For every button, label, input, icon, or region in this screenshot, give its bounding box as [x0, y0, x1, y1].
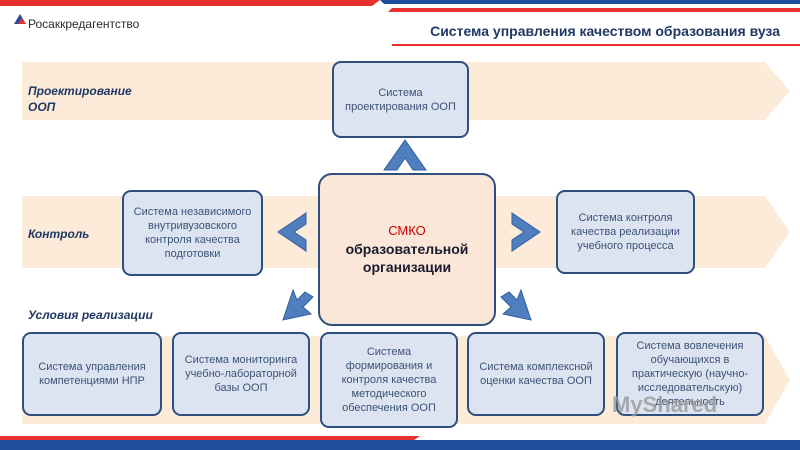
center-title: СМКО	[388, 223, 426, 238]
top-red-stripe-2	[388, 8, 800, 12]
box-competence: Система управления компетенциями НПР	[22, 332, 162, 416]
top-red-stripe	[0, 0, 380, 6]
box-student-involvement: Система вовлечения обучающихся в практич…	[616, 332, 764, 416]
arrow-right-icon	[511, 212, 541, 252]
box-lab-monitoring: Система мониторинга учебно-лабораторной …	[172, 332, 310, 416]
band-label-conditions: Условия реализации	[28, 308, 153, 322]
arrow-down-left-icon	[282, 288, 314, 321]
center-smko-box: СМКО образовательной организации	[318, 173, 496, 326]
box-design-system-label: Система проектирования ООП	[345, 86, 456, 113]
box-methodical-label: Система формирования и контроля качества…	[341, 346, 437, 414]
bottom-blue-stripe	[0, 440, 800, 450]
box-design-system: Система проектирования ООП	[332, 61, 469, 138]
logo-icon-accent	[18, 18, 26, 24]
box-assessment: Система комплексной оценки качества ООП	[467, 332, 605, 416]
box-methodical: Система формирования и контроля качества…	[320, 332, 458, 428]
title-underline	[392, 44, 800, 46]
brand-logo-text: Росаккредагентство	[28, 17, 140, 31]
box-competence-label: Система управления компетенциями НПР	[38, 361, 146, 387]
watermark: MyShared	[612, 392, 718, 417]
band-label-design: Проектирование ООП	[28, 84, 132, 114]
arrow-left-icon	[277, 212, 307, 252]
box-process-control-label: Система контроля качества реализации уче…	[571, 212, 680, 252]
box-independent-control: Система независимого внутривузовского ко…	[122, 190, 263, 276]
band-label-control: Контроль	[28, 227, 90, 241]
box-independent-control-label: Система независимого внутривузовского ко…	[133, 206, 252, 260]
arrow-up-icon	[383, 139, 427, 171]
page-title: Система управления качеством образования…	[430, 23, 780, 39]
box-student-involvement-label: Система вовлечения обучающихся в практич…	[631, 340, 749, 408]
center-subtitle: образовательной организации	[345, 241, 469, 275]
box-assessment-label: Система комплексной оценки качества ООП	[479, 361, 593, 387]
bottom-red-stripe	[0, 436, 420, 440]
arrow-down-right-icon	[500, 288, 532, 321]
top-blue-stripe	[380, 0, 800, 4]
box-lab-monitoring-label: Система мониторинга учебно-лабораторной …	[184, 354, 298, 394]
box-process-control: Система контроля качества реализации уче…	[556, 190, 695, 274]
